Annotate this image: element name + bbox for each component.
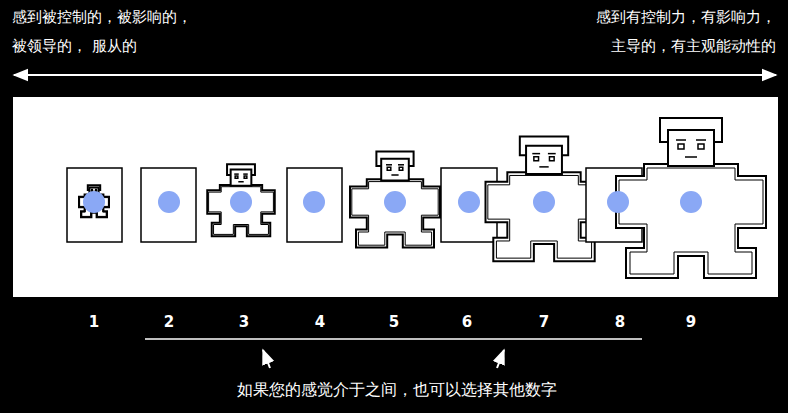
side-caption: 感到被控制的，被影响的， [12,8,192,26]
pointer-arrow [497,350,504,368]
side-caption: 主导的，有主观能动性的 [611,37,776,55]
box-2 [141,168,196,242]
side-caption: 感到有控制力，有影响力， [596,8,776,26]
box-4 [287,168,342,242]
scale-arrow [14,74,776,76]
scale-number: 6 [462,313,472,331]
figure-9 [616,118,766,278]
scale-number: 3 [239,313,249,331]
side-caption: 被领导的， 服从的 [12,37,137,55]
scale-number: 9 [686,313,696,331]
blue-dots [83,191,702,213]
figure-3 [207,164,275,236]
scale-number: 2 [164,313,174,331]
pointer-arrow [263,350,270,368]
scale-number: 1 [89,313,99,331]
scale-number: 4 [315,313,325,331]
scale-number: 5 [389,313,399,331]
note: 如果您的感觉介于之间，也可以选择其他数字 [237,380,557,399]
scale-number: 7 [539,313,549,331]
panel [13,97,778,297]
scale-number: 8 [615,313,625,331]
figure-1 [79,185,109,217]
box-1 [67,168,122,242]
figure-7 [486,136,603,261]
range-bar [145,338,642,340]
figure-5 [350,152,440,248]
